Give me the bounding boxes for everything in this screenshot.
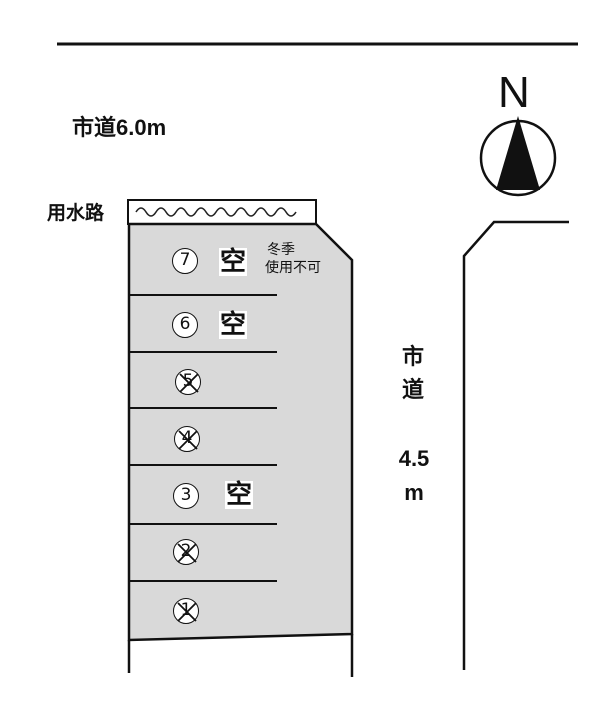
lot-number-2: 2 [173, 539, 199, 565]
lot-status-7: 空 [219, 247, 248, 277]
compass-needle [496, 116, 540, 190]
lot-number-6: 6 [172, 312, 198, 338]
canal-label: 用水路 [47, 203, 105, 224]
winter-note-line1: 冬季 [267, 242, 295, 258]
lot-number-text: 7 [179, 250, 191, 270]
winter-note: 冬季 使用不可 [265, 241, 321, 277]
lot-number-text: 3 [180, 485, 192, 505]
winter-note-line2: 使用不可 [265, 260, 321, 277]
crossed-out-mark [179, 373, 199, 393]
lot-status-6: 空 [219, 310, 248, 340]
side-road-edge [462, 220, 569, 670]
side-road-char: 市 [401, 344, 424, 369]
lot-status-3: 空 [225, 480, 254, 510]
side-road-char: 道 [401, 377, 424, 402]
crossed-out-mark [178, 430, 198, 450]
lot-number-7: 7 [172, 248, 198, 274]
lot-number-5: 5 [175, 369, 201, 395]
compass [479, 116, 557, 197]
compass-n-label: N [498, 68, 530, 117]
lot-number-text: 6 [179, 314, 191, 334]
crossed-out-mark [177, 543, 197, 563]
lot-number-1: 1 [173, 598, 199, 624]
side-road-width: 4.5 [398, 446, 430, 471]
side-road-unit: m [404, 480, 424, 505]
lot-number-4: 4 [174, 426, 200, 452]
side-road-label: 市 道 4.5 m [399, 340, 430, 505]
crossed-out-mark [177, 602, 197, 622]
main-road-label: 市道6.0m [72, 115, 167, 140]
lot-number-3: 3 [173, 483, 199, 509]
parking-lot-area [127, 222, 354, 642]
canal-wave [135, 207, 297, 217]
